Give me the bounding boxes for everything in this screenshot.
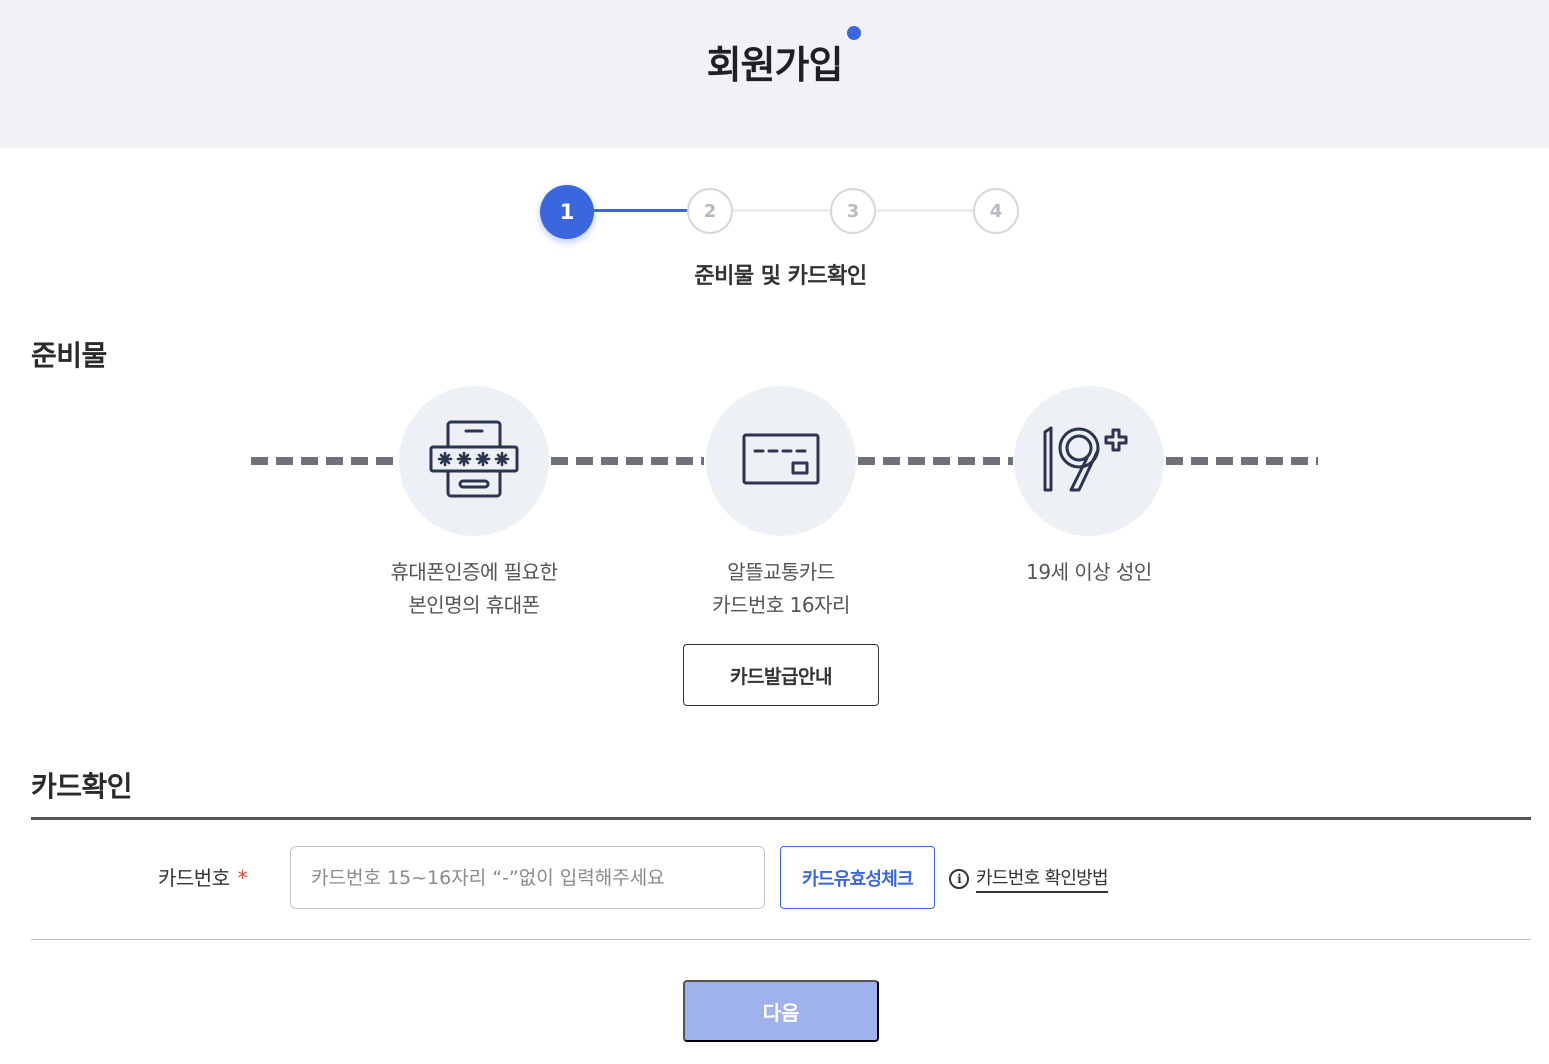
page-header: 회원가입 <box>0 0 1549 148</box>
step-2: 2 <box>687 188 733 234</box>
card-number-help-link[interactable]: i 카드번호 확인방법 <box>949 864 1109 893</box>
section-divider <box>31 817 1531 820</box>
card-number-label-text: 카드번호 <box>158 866 230 890</box>
age-19-plus-icon <box>1041 424 1137 498</box>
step-connector-2-3 <box>733 209 831 212</box>
info-icon: i <box>949 868 969 889</box>
required-mark: * <box>237 866 248 890</box>
credit-card-icon <box>741 432 821 490</box>
dashed-connector <box>858 457 1013 465</box>
card-validity-check-button[interactable]: 카드유효성체크 <box>780 846 935 909</box>
prep-label-card: 알뜰교통카드 카드번호 16자리 <box>631 556 931 622</box>
page-title: 회원가입 <box>706 43 844 87</box>
step-3: 3 <box>830 188 876 234</box>
dashed-connector <box>551 457 704 465</box>
card-issue-guide-button[interactable]: 카드발급안내 <box>683 644 879 706</box>
prep-item-card <box>706 386 856 536</box>
prep-label-age: 19세 이상 성인 <box>939 556 1239 589</box>
card-check-title: 카드확인 <box>31 770 133 803</box>
step-4: 4 <box>973 188 1019 234</box>
prep-label-line: 카드번호 16자리 <box>712 593 850 617</box>
prep-label-line: 19세 이상 성인 <box>1026 560 1152 584</box>
prep-item-age <box>1014 386 1164 536</box>
preparation-title: 준비물 <box>31 339 107 372</box>
card-number-label: 카드번호 * <box>158 862 248 891</box>
card-number-help-text[interactable]: 카드번호 확인방법 <box>976 864 1109 893</box>
dashed-connector <box>251 457 395 465</box>
prep-item-phone <box>399 386 549 536</box>
step-1: 1 <box>540 185 594 239</box>
phone-password-icon <box>428 419 520 503</box>
step-connector-3-4 <box>876 209 974 212</box>
dashed-connector <box>1166 457 1318 465</box>
prep-label-line: 휴대폰인증에 필요한 <box>390 560 558 584</box>
next-button[interactable]: 다음 <box>683 980 879 1042</box>
prep-label-phone: 휴대폰인증에 필요한 본인명의 휴대폰 <box>324 556 624 622</box>
form-divider <box>31 939 1531 940</box>
step-connector-1-2 <box>592 209 688 212</box>
step-caption: 준비물 및 카드확인 <box>694 264 867 289</box>
title-accent-dot <box>847 26 861 40</box>
card-number-input[interactable] <box>290 846 765 909</box>
prep-label-line: 본인명의 휴대폰 <box>408 593 540 617</box>
prep-label-line: 알뜰교통카드 <box>727 560 835 584</box>
